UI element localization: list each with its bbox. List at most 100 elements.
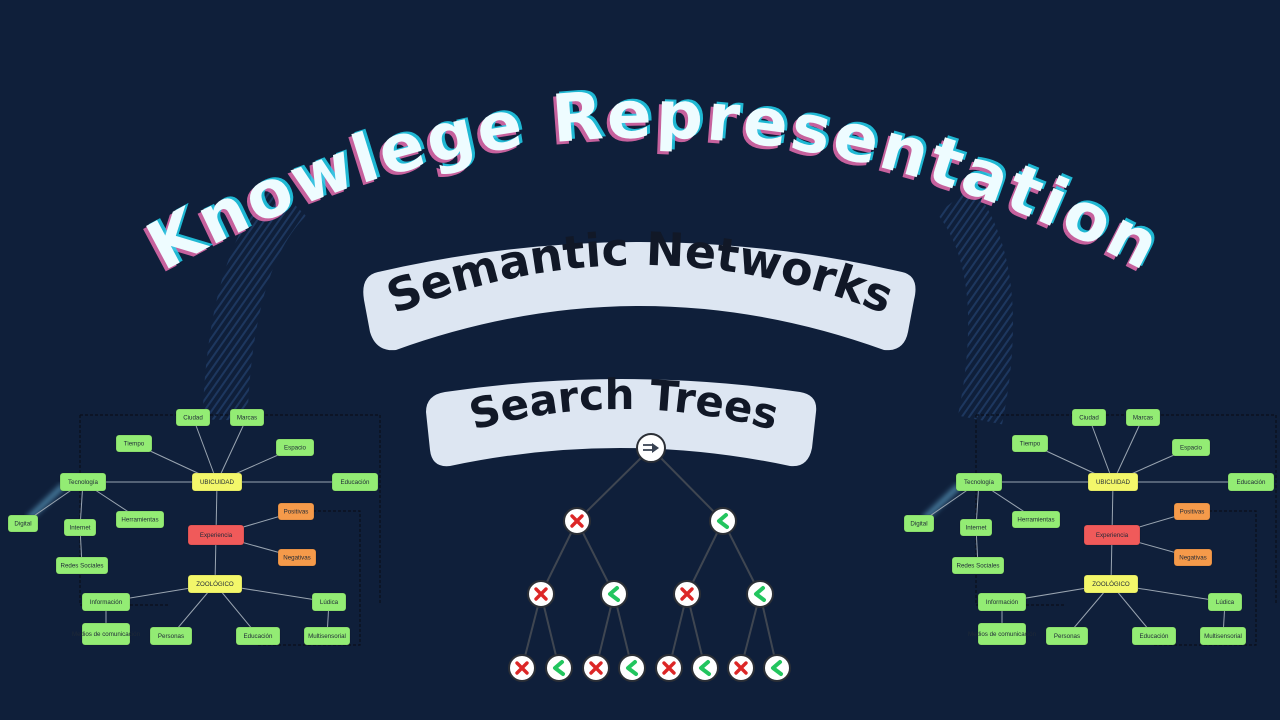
- cross-icon: [680, 587, 694, 601]
- network-node-tecnologia: Tecnología: [59, 472, 107, 492]
- tree-edge: [576, 447, 652, 522]
- network-node-tiempo: Tiempo: [1011, 434, 1049, 453]
- network-node-educacion-top: Educación: [331, 472, 379, 492]
- network-node-label: Multisensorial: [1204, 633, 1242, 640]
- network-node-ciudad: Ciudad: [175, 408, 211, 427]
- search-trees-pill: Search Trees: [426, 370, 817, 467]
- network-node-redes: Redes Sociales: [55, 556, 109, 575]
- cross-icon: [570, 514, 584, 528]
- network-node-label: Marcas: [1133, 415, 1153, 422]
- network-node-label: Información: [90, 599, 123, 606]
- network-node-positivas: Positivas: [1173, 502, 1211, 521]
- network-node-multisensorial: Multisensorial: [1199, 626, 1247, 646]
- network-node-redes: Redes Sociales: [951, 556, 1005, 575]
- glow-link: [922, 483, 962, 521]
- network-node-educacion-bottom: Educación: [235, 626, 281, 646]
- check-icon: [608, 586, 620, 602]
- dashed-frame: [1154, 510, 1257, 646]
- network-node-label: Experiencia: [200, 532, 233, 539]
- network-node-label: Lúdica: [1216, 599, 1235, 606]
- network-node-label: Multisensorial: [308, 633, 346, 640]
- network-link: [1088, 417, 1114, 483]
- network-node-educacion-bottom: Educación: [1131, 626, 1177, 646]
- network-node-digital: Digital: [903, 514, 935, 533]
- network-node-label: UBICUIDAD: [1096, 479, 1131, 486]
- cross-icon: [534, 587, 548, 601]
- network-node-multisensorial: Multisensorial: [303, 626, 351, 646]
- dashed-frame: [258, 510, 361, 646]
- network-node-experiencia: Experiencia: [187, 524, 245, 546]
- network-node-label: Digital: [910, 521, 927, 528]
- network-node-label: Educación: [1237, 479, 1266, 486]
- tree-node-cross: [527, 580, 555, 608]
- network-node-label: Marcas: [237, 415, 257, 422]
- tree-node-cross: [673, 580, 701, 608]
- network-node-label: Positivas: [1180, 509, 1205, 516]
- check-icon: [717, 513, 729, 529]
- network-node-label: Experiencia: [1096, 532, 1129, 539]
- tree-node-check: [763, 654, 791, 682]
- network-node-center: UBICUIDAD: [191, 472, 243, 492]
- tree-node-cross: [655, 654, 683, 682]
- network-node-label: Tecnología: [964, 479, 994, 486]
- tree-node-check: [746, 580, 774, 608]
- network-node-medios: Medios de comunicación: [72, 622, 141, 646]
- network-node-label: Medios de comunicación: [72, 631, 141, 638]
- tree-node-check: [545, 654, 573, 682]
- cross-icon: [589, 661, 603, 675]
- network-node-label: Redes Sociales: [61, 563, 104, 570]
- tree-node-check: [709, 507, 737, 535]
- tree-node-check: [691, 654, 719, 682]
- network-node-label: Herramientas: [1017, 517, 1054, 524]
- check-icon: [754, 586, 766, 602]
- network-node-espacio: Espacio: [275, 438, 315, 457]
- tree-root-node: [636, 433, 666, 463]
- network-node-label: Herramientas: [121, 517, 158, 524]
- background-decoration: [202, 184, 1014, 425]
- network-node-educacion-top: Educación: [1227, 472, 1275, 492]
- network-node-label: Ciudad: [183, 415, 203, 422]
- tree-node-check: [600, 580, 628, 608]
- network-node-label: Educación: [244, 633, 273, 640]
- network-node-medios: Medios de comunicación: [968, 622, 1037, 646]
- network-node-label: Negativas: [283, 555, 311, 562]
- network-node-label: Información: [986, 599, 1019, 606]
- network-node-label: Lúdica: [320, 599, 339, 606]
- network-node-marcas: Marcas: [229, 408, 265, 427]
- network-node-label: Medios de comunicación: [968, 631, 1037, 638]
- check-icon: [699, 660, 711, 676]
- network-node-label: Personas: [158, 633, 184, 640]
- network-node-ludica: Lúdica: [311, 592, 347, 612]
- network-node-label: Digital: [14, 521, 31, 528]
- check-icon: [626, 660, 638, 676]
- network-node-experiencia: Experiencia: [1083, 524, 1141, 546]
- network-node-label: Espacio: [284, 445, 307, 452]
- network-node-marcas: Marcas: [1125, 408, 1161, 427]
- network-node-zoologico: ZOOLÓGICO: [187, 574, 243, 594]
- network-node-personas: Personas: [149, 626, 193, 646]
- network-link: [1112, 417, 1144, 483]
- network-node-ludica: Lúdica: [1207, 592, 1243, 612]
- search-tree-diagram: [508, 433, 791, 682]
- cross-icon: [734, 661, 748, 675]
- tree-node-cross: [508, 654, 536, 682]
- network-node-negativas: Negativas: [1173, 548, 1213, 567]
- network-node-label: Tiempo: [1020, 441, 1041, 448]
- network-node-label: Espacio: [1180, 445, 1203, 452]
- network-node-label: Educación: [341, 479, 370, 486]
- cross-icon: [515, 661, 529, 675]
- tree-node-cross: [727, 654, 755, 682]
- network-node-label: Negativas: [1179, 555, 1207, 562]
- network-node-digital: Digital: [7, 514, 39, 533]
- arrow-equals-icon: [643, 443, 659, 453]
- network-node-internet: Internet: [63, 518, 97, 537]
- network-node-label: Positivas: [284, 509, 309, 516]
- network-node-label: Redes Sociales: [957, 563, 1000, 570]
- check-icon: [553, 660, 565, 676]
- tree-node-cross: [563, 507, 591, 535]
- network-node-herramientas: Herramientas: [115, 510, 165, 529]
- network-node-informacion: Información: [81, 592, 131, 612]
